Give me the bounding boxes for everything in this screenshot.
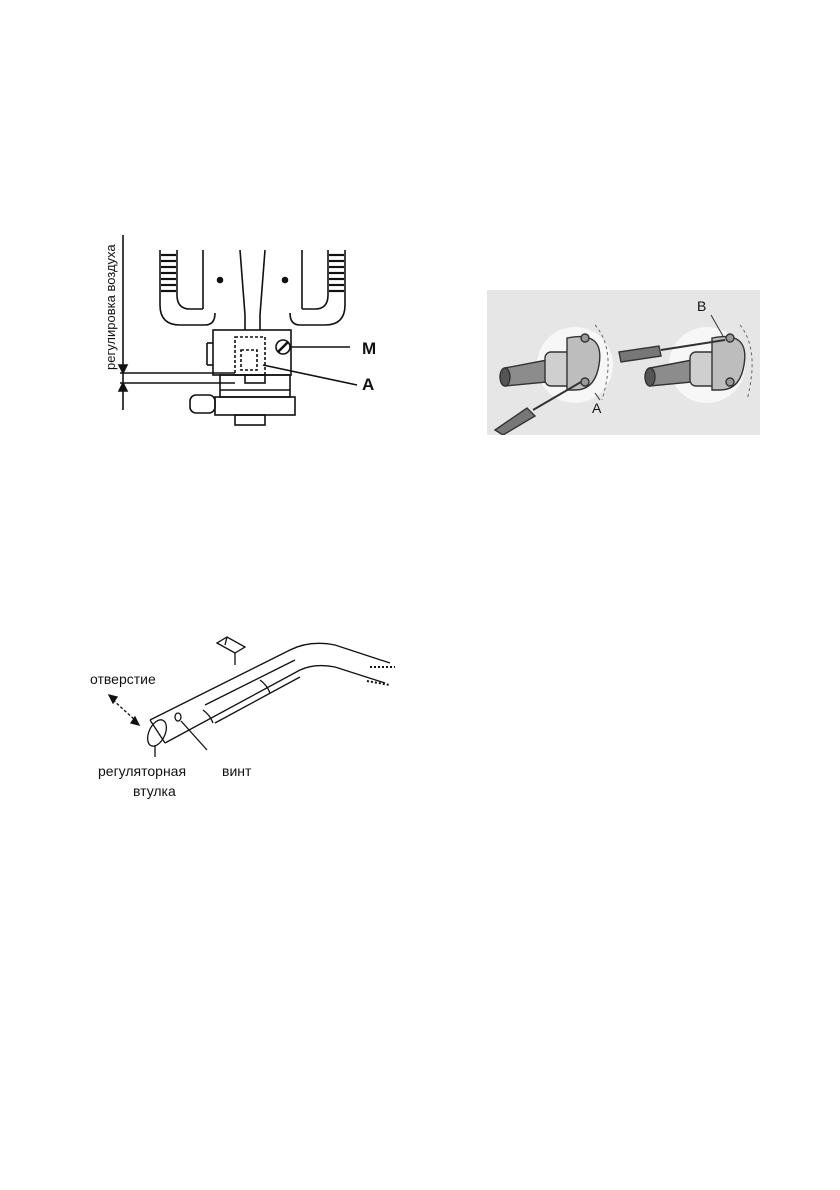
label-a: A <box>592 400 602 416</box>
burner-adjustment-figure: регулировка воздуха M A <box>95 225 405 440</box>
burner-drawing <box>117 235 358 426</box>
label-sleeve-line2: втулка <box>133 783 176 799</box>
label-b: B <box>697 298 707 314</box>
label-m: M <box>362 339 377 358</box>
label-opening: отверстие <box>90 671 156 687</box>
screwdriver-drawing <box>493 314 753 436</box>
label-a: A <box>362 375 375 394</box>
label-screw: винт <box>222 763 252 779</box>
tube-drawing <box>107 636 395 757</box>
label-sleeve-line1: регуляторная <box>98 763 187 779</box>
air-adjustment-label: регулировка воздуха <box>103 244 118 370</box>
tube-sleeve-figure: отверстие регуляторная втулка винт <box>90 625 405 805</box>
screwdriver-adjustment-figure: A B <box>487 290 760 436</box>
